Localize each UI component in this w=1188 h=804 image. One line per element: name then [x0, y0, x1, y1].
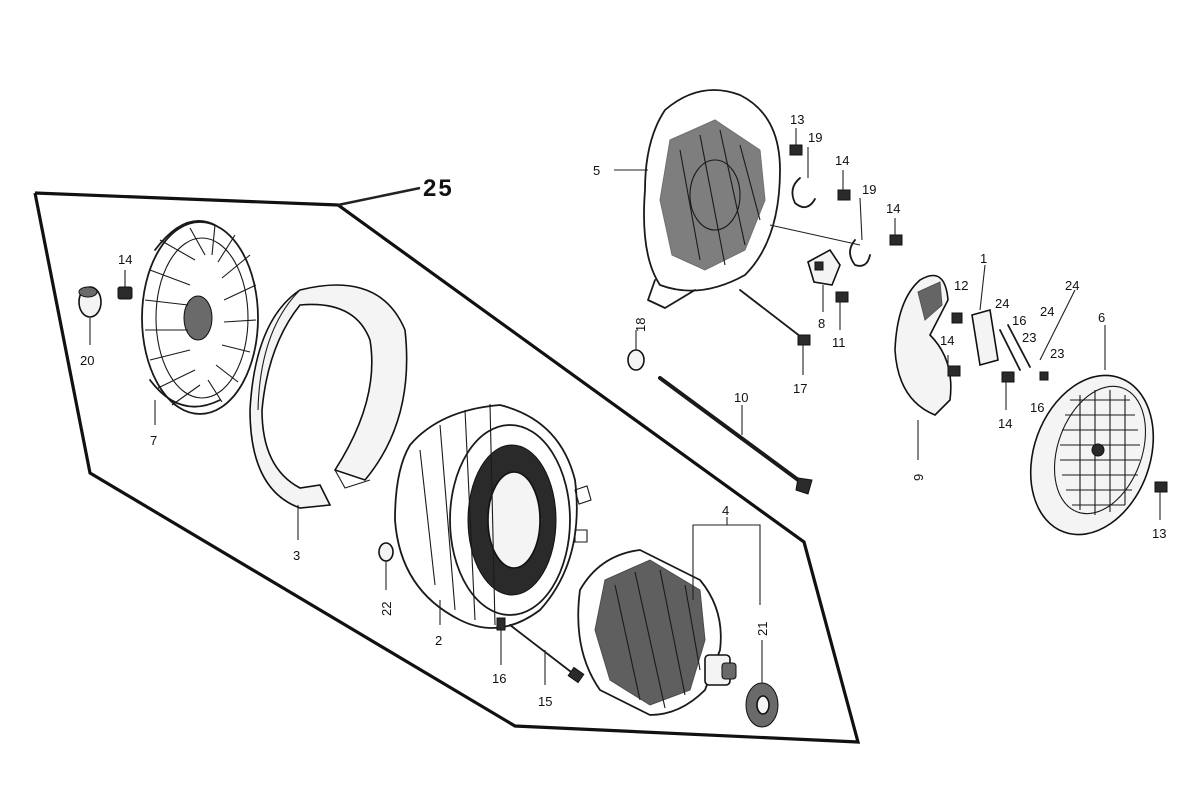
callout-14-a: 14 [835, 153, 849, 168]
stator-part-2 [394, 403, 592, 629]
callout-20: 20 [80, 353, 94, 368]
callout-1: 1 [980, 251, 987, 266]
through-bolt-part-10 [658, 376, 813, 495]
callout-16-c: 16 [1030, 400, 1044, 415]
callout-12: 12 [954, 278, 968, 293]
cooling-fan-part-7 [141, 220, 259, 415]
callout-16-stator: 16 [492, 671, 506, 686]
callout-24-a: 24 [995, 296, 1009, 311]
callout-14-d: 14 [998, 416, 1012, 431]
callout-23-a: 23 [1022, 330, 1036, 345]
callout-11: 11 [832, 335, 846, 350]
callout-13-bottom: 13 [1152, 526, 1166, 541]
callout-19-a: 19 [808, 130, 822, 145]
diode-part-8-nut-part-11 [807, 248, 849, 330]
bolt-part-17-washer-part-18 [627, 289, 811, 375]
callout-14-b: 14 [886, 201, 900, 216]
hardware-top-cluster [769, 128, 903, 267]
callout-13-top: 13 [790, 112, 804, 127]
callout-24-b: 24 [1040, 304, 1054, 319]
callout-labels: 25 20 14 7 3 22 2 16 15 4 21 5 13 19 14 … [80, 112, 1166, 709]
callout-2: 2 [435, 633, 442, 648]
callout-7: 7 [150, 433, 157, 448]
callout-6: 6 [1098, 310, 1105, 325]
rotor-part-4 [577, 549, 737, 716]
brush-holder-part-9 [894, 274, 963, 416]
callout-4: 4 [722, 503, 729, 518]
callout-14-c: 14 [940, 333, 954, 348]
callout-10: 10 [734, 390, 748, 405]
callout-21: 21 [755, 622, 770, 636]
stud-part-16-bolt-part-15 [496, 617, 585, 684]
callout-18: 18 [633, 318, 648, 332]
regulator-parts-1-24-23-16 [971, 264, 1076, 383]
band-part-3 [249, 284, 408, 509]
ring-part-22 [378, 542, 394, 562]
callout-25: 25 [423, 175, 454, 202]
bolt-part-14-fan [117, 270, 133, 300]
end-cover-part-6 [1029, 374, 1168, 536]
callout-17: 17 [793, 381, 807, 396]
bearing-part-21 [745, 682, 779, 728]
callout-8: 8 [818, 316, 825, 331]
assembly-25-outline [33, 186, 861, 744]
callout-3: 3 [293, 548, 300, 563]
leader-lines [89, 169, 1106, 685]
callout-16-b: 16 [1012, 313, 1026, 328]
callout-24-c: 24 [1065, 278, 1079, 293]
cap-part-20 [78, 286, 102, 318]
callout-14-fan: 14 [118, 252, 132, 267]
callout-22: 22 [379, 602, 394, 616]
callout-5: 5 [593, 163, 600, 178]
rear-housing-part-5 [643, 89, 781, 309]
callout-9: 9 [911, 474, 926, 481]
callout-15: 15 [538, 694, 552, 709]
callout-23-b: 23 [1050, 346, 1064, 361]
callout-19-b: 19 [862, 182, 876, 197]
